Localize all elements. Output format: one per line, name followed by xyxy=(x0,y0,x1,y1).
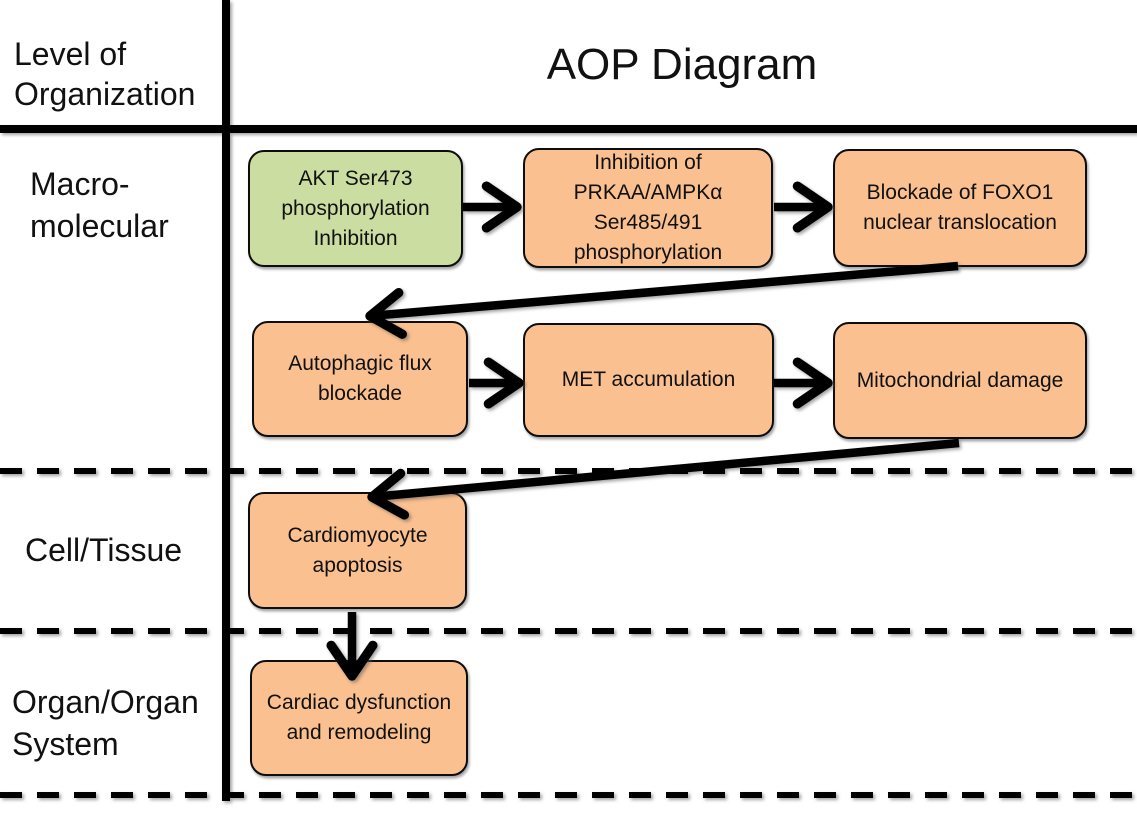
level-label-macromolecular: Macro- molecular xyxy=(30,166,169,244)
node-akt-ser473-phosphorylation-inhibition: AKT Ser473 phosphorylation Inhibition xyxy=(248,150,463,267)
page-title: AOP Diagram xyxy=(546,40,818,89)
arrow-foxo1-to-autophagy xyxy=(365,261,959,339)
node-met-accumulation: MET accumulation xyxy=(523,323,774,437)
node-ampk-phosphorylation-inhibition: Inhibition of PRKAA/AMPKα Ser485/491 pho… xyxy=(523,148,773,268)
node-cardiac-dysfunction-remodeling: Cardiac dysfunction and remodeling xyxy=(250,660,468,776)
level-of-organization-header: Level of Organization xyxy=(14,36,196,112)
node-autophagic-flux-blockade: Autophagic flux blockade xyxy=(252,321,468,437)
node-mitochondrial-damage: Mitochondrial damage xyxy=(833,322,1087,439)
level-label-organ-system: Organ/Organ System xyxy=(12,684,199,762)
node-foxo1-translocation-blockade: Blockade of FOXO1 nuclear translocation xyxy=(833,149,1087,267)
node-cardiomyocyte-apoptosis: Cardiomyocyte apoptosis xyxy=(248,492,467,609)
level-label-cell-tissue: Cell/Tissue xyxy=(25,532,183,568)
arrow-mito-to-apoptosis xyxy=(367,438,960,520)
